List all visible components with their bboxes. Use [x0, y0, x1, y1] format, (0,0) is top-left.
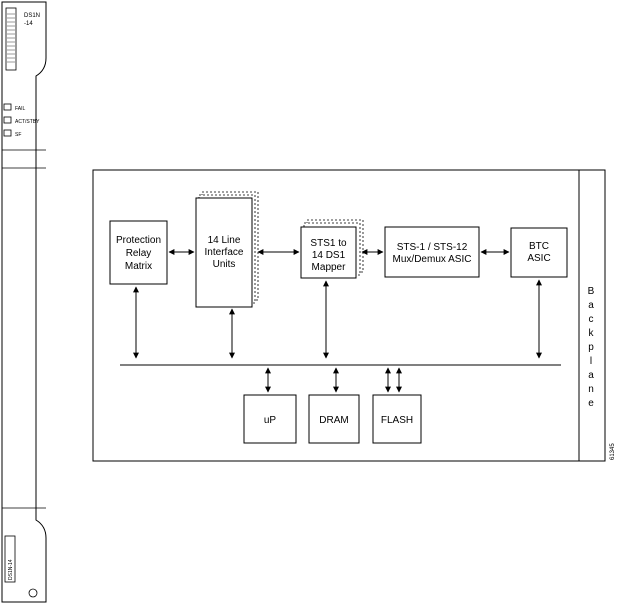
led-fail-icon: [3, 103, 12, 111]
card-name-line2: -14: [24, 21, 33, 27]
svg-text:a: a: [588, 300, 594, 311]
vertical-arrows: [133, 279, 542, 393]
led-sf-icon: [3, 129, 12, 137]
svg-text:k: k: [589, 328, 595, 339]
card-name-line1: DS1N: [24, 13, 40, 19]
card-faceplate: DS1N -14 FAIL ACT/STBY SF DS1N-14: [1, 1, 47, 603]
svg-text:n: n: [588, 384, 594, 395]
svg-text:Mapper: Mapper: [312, 262, 347, 273]
svg-text:uP: uP: [264, 415, 277, 426]
line-interface-units-block: 14 Line Interface Units: [195, 191, 259, 308]
svg-text:14 Line: 14 Line: [208, 235, 241, 246]
led-fail-label: FAIL: [15, 106, 26, 112]
dram-block: DRAM: [308, 394, 360, 444]
backplane-label: B a c k p l a n e: [588, 286, 595, 409]
svg-text:BTC: BTC: [529, 241, 549, 252]
ejector-grip-lines: [7, 13, 15, 63]
svg-text:l: l: [590, 356, 592, 367]
ejector-latch-bottom: [4, 535, 16, 583]
svg-text:STS1 to: STS1 to: [310, 238, 347, 249]
led-act-stby-icon: [3, 116, 12, 124]
svg-text:Protection: Protection: [116, 235, 161, 246]
svg-text:STS-1 / STS-12: STS-1 / STS-12: [397, 242, 468, 253]
svg-text:Interface: Interface: [205, 247, 244, 258]
svg-text:a: a: [588, 370, 594, 381]
led-sf-label: SF: [15, 132, 21, 138]
ejector-latch-top: [5, 7, 17, 71]
card-part-label: DS1N-14: [8, 559, 14, 580]
svg-text:Matrix: Matrix: [125, 261, 152, 272]
svg-text:p: p: [588, 342, 594, 353]
svg-text:c: c: [589, 314, 594, 325]
svg-text:ASIC: ASIC: [527, 253, 550, 264]
flash-block: FLASH: [372, 394, 422, 444]
mux-demux-asic-block: STS-1 / STS-12 Mux/Demux ASIC: [384, 226, 480, 278]
svg-text:B: B: [588, 286, 595, 297]
svg-text:DRAM: DRAM: [319, 415, 348, 426]
diagram-frame: [92, 169, 606, 462]
svg-text:14 DS1: 14 DS1: [312, 250, 346, 261]
svg-text:Mux/Demux ASIC: Mux/Demux ASIC: [393, 254, 472, 265]
protection-relay-matrix-block: Protection Relay Matrix: [109, 220, 168, 285]
faceplate-outline: [1, 1, 47, 603]
svg-text:Relay: Relay: [126, 248, 152, 259]
svg-text:Units: Units: [213, 259, 236, 270]
faceplate-screw-icon: [28, 588, 38, 598]
sts1-mapper-block: STS1 to 14 DS1 Mapper: [300, 219, 364, 279]
svg-text:e: e: [588, 398, 594, 409]
btc-asic-block: BTC ASIC: [510, 227, 568, 278]
led-act-stby-label: ACT/STBY: [15, 119, 40, 125]
up-block: uP: [243, 394, 297, 444]
svg-text:FLASH: FLASH: [381, 415, 413, 426]
figure-number: 61345: [610, 443, 616, 460]
